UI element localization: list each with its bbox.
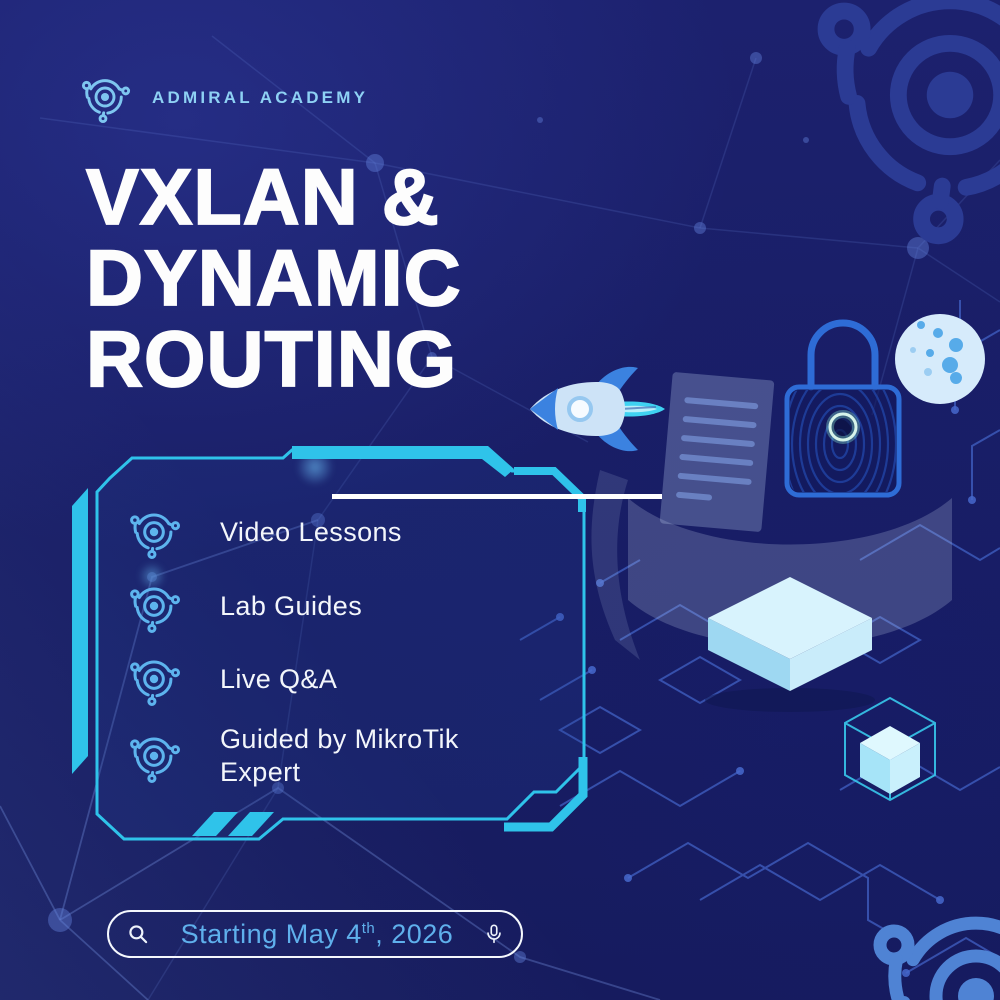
document-sheet-illustration — [659, 371, 775, 533]
page-title: VXLAN & DYNAMIC ROUTING — [85, 152, 462, 403]
feature-label: Guided by MikroTik Expert — [220, 724, 459, 787]
faded-academy-logo-bottom-right — [856, 876, 1000, 1000]
academy-orbit-icon — [126, 651, 182, 707]
feature-label: Lab Guides — [220, 590, 363, 621]
moon-illustration — [895, 314, 985, 404]
wireframe-cube-illustration — [844, 696, 936, 802]
start-date-text: Starting May 4th, 2026 — [159, 919, 475, 950]
academy-orbit-icon — [126, 578, 182, 634]
date-ordinal: th — [361, 919, 376, 937]
brand-name: ADMIRAL ACADEMY — [152, 88, 369, 107]
fingerprint-padlock-illustration — [784, 319, 902, 498]
date-suffix: , 2026 — [375, 918, 454, 949]
document-line — [684, 396, 759, 410]
feature-label: Video Lessons — [220, 516, 402, 547]
document-line — [679, 453, 754, 467]
title-line-3: ROUTING — [85, 314, 458, 403]
feature-item-live-qa: Live Q&A — [126, 651, 337, 707]
academy-orbit-icon — [126, 728, 182, 784]
panel-frame-decoration — [72, 446, 588, 841]
faded-academy-logo-top-right — [795, 0, 1000, 250]
feature-panel: Video Lessons Lab Guides Live Q&A Guided… — [62, 440, 592, 852]
feature-item-video-lessons: Video Lessons — [126, 504, 402, 560]
academy-logo-icon — [78, 70, 132, 124]
document-line — [675, 491, 712, 501]
date-prefix: Starting May 4 — [180, 918, 362, 949]
academy-orbit-icon — [126, 504, 182, 560]
start-date-search-bar[interactable]: Starting May 4th, 2026 — [107, 910, 523, 958]
title-line-2: DYNAMIC — [85, 233, 462, 322]
hologram-platform-illustration — [591, 470, 952, 712]
search-icon[interactable] — [125, 921, 151, 947]
microphone-icon[interactable] — [483, 922, 505, 946]
white-divider-line — [332, 494, 662, 499]
feature-item-mikrotik-expert: Guided by MikroTik Expert — [126, 723, 500, 789]
title-line-1: VXLAN & — [85, 152, 440, 241]
rocket-illustration — [530, 366, 665, 452]
glow-node — [138, 562, 166, 590]
document-line — [677, 472, 752, 486]
document-line — [680, 434, 756, 448]
document-line — [682, 415, 757, 429]
feature-item-lab-guides: Lab Guides — [126, 578, 362, 634]
feature-label: Live Q&A — [220, 663, 338, 694]
